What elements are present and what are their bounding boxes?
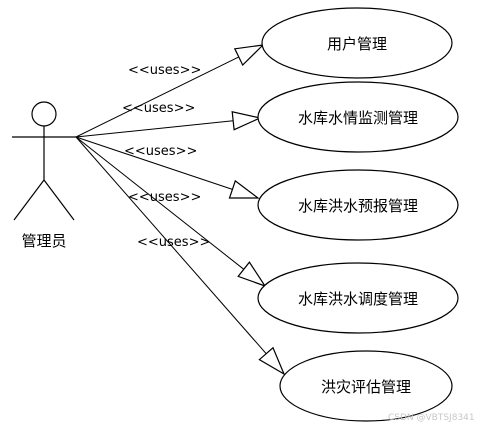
use-case-flood-assessment[interactable]: 洪灾评估管理 <box>279 350 453 422</box>
association-line <box>75 136 267 355</box>
association-line <box>75 136 233 190</box>
actor-right-leg <box>43 179 75 221</box>
uses-label: <<uses>> <box>124 144 197 159</box>
actor-label: 管理员 <box>21 232 66 250</box>
use-case-ellipse <box>257 169 459 241</box>
use-case-label: 用户管理 <box>327 35 387 53</box>
use-case-ellipse <box>257 81 459 153</box>
use-cases: 用户管理 水库水情监测管理 水库洪水预报管理 水库洪水调度管理 洪灾评估管理 <box>257 7 459 422</box>
arrow-head <box>258 346 286 376</box>
use-case-label: 水库洪水预报管理 <box>298 197 418 215</box>
watermark: CSDN @VBTSJ8341 <box>388 413 475 423</box>
actor-left-leg <box>13 179 45 221</box>
use-case-ellipse <box>257 262 459 334</box>
association-line <box>75 136 245 270</box>
use-case-ellipse <box>279 350 453 422</box>
arrow-head <box>228 179 260 199</box>
associations <box>75 44 286 376</box>
use-case-water-monitoring[interactable]: 水库水情监测管理 <box>257 81 459 153</box>
actor-figure <box>12 101 76 221</box>
uses-label: <<uses>> <box>128 190 201 205</box>
arrow-head <box>233 44 265 67</box>
use-case-flood-forecast[interactable]: 水库洪水预报管理 <box>257 169 459 241</box>
arrow-head <box>231 111 262 131</box>
uses-label: <<uses>> <box>137 235 210 250</box>
uses-label: <<uses>> <box>122 101 195 116</box>
use-case-label: 水库洪水调度管理 <box>298 290 418 308</box>
use-case-label: 洪灾评估管理 <box>321 378 411 396</box>
use-case-ellipse <box>261 7 453 79</box>
uses-labels: <<uses>> <<uses>> <<uses>> <<uses>> <<us… <box>122 63 210 250</box>
actor-head <box>31 101 57 127</box>
arrow-head <box>237 261 267 288</box>
use-case-flood-dispatch[interactable]: 水库洪水调度管理 <box>257 262 459 334</box>
use-case-user-management[interactable]: 用户管理 <box>261 7 453 79</box>
uses-label: <<uses>> <box>128 63 201 78</box>
use-case-label: 水库水情监测管理 <box>298 109 418 127</box>
association-line <box>75 56 240 138</box>
association-line <box>75 120 234 138</box>
